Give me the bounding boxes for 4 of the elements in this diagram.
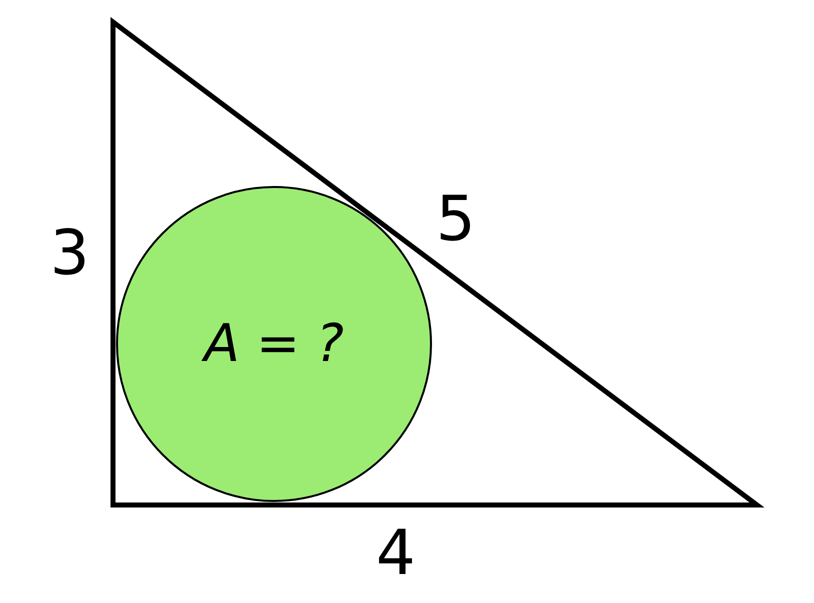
area-question: A = ? (204, 318, 344, 370)
side-length-label: 5 (436, 188, 476, 250)
side-length-label: 4 (376, 522, 416, 584)
side-length-label: 3 (50, 222, 90, 284)
